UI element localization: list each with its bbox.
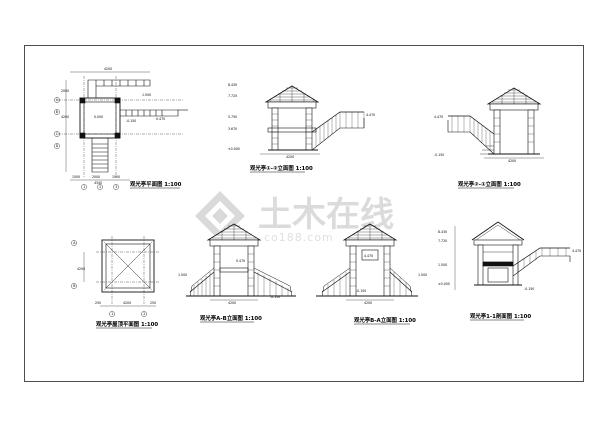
plan-level-1: 0.000 <box>94 115 103 119</box>
section-level-5: ±0.000 <box>438 282 450 286</box>
elev21-annotations: 4.470 -0.150 4200 观光亭②-①立面图 1:100 <box>434 115 521 189</box>
plan-dim-1: 1500 <box>72 175 80 179</box>
elev-ba-annotations: 4.470 1.500 -0.150 4200 观光亭B-A立面图 1:100 <box>354 254 427 325</box>
plan-grid-1: 1 <box>83 185 85 189</box>
elev21-level-2: -0.150 <box>434 153 444 157</box>
elev-ba-level-1: 4.470 <box>364 254 373 258</box>
plan-dim-7: 4200 <box>61 115 69 119</box>
plan-dim-3: 1500 <box>112 175 120 179</box>
elev21-dim-1: 4200 <box>508 159 516 163</box>
plan-grid-3: 3 <box>115 185 117 189</box>
roof-grid-a: A <box>73 241 76 245</box>
plan-title: 观光亭平面图 1:100 <box>130 180 182 188</box>
elev12-annotations: 8.430 7.720 5.750 3.670 ±0.000 4.470 420… <box>228 83 375 173</box>
elev12-level-1: 8.430 <box>228 83 237 87</box>
elev-ab-annotations: 1.500 -0.150 0.470 4200 观光亭A-B立面图 1:100 <box>178 259 280 323</box>
plan-annotations: 1500 2000 1500 4340 4200 2000 4200 0.000… <box>56 67 182 189</box>
plan-level-4: 1.500 <box>142 93 151 97</box>
elev-ab-level-1: 1.500 <box>178 273 187 277</box>
elev12-title: 观光亭①-②立面图 1:100 <box>250 164 313 172</box>
plan-grid-c: C <box>56 132 59 136</box>
plan-level-2: -0.150 <box>126 119 136 123</box>
roof-plan-annotations: 250 4200 250 4200 1 2 A B 观光亭屋顶平面图 1:100 <box>73 241 158 329</box>
elev12-level-2: 7.720 <box>228 94 237 98</box>
elev-ab-drawing <box>186 223 296 301</box>
plan-drawing <box>54 71 188 190</box>
elev12-level-4: 3.670 <box>228 127 237 131</box>
elev-ab-level-3: 0.470 <box>236 259 245 263</box>
elev-ba-dim-1: 4200 <box>364 301 372 305</box>
plan-grid-d: D <box>56 144 59 148</box>
section-level-2: 7.720 <box>438 239 447 243</box>
elev12-level-6: 4.470 <box>366 113 375 117</box>
elev-ba-drawing <box>316 223 418 301</box>
elev12-level-5: ±0.000 <box>228 147 240 151</box>
elev12-dim-1: 4200 <box>286 155 294 159</box>
roof-dim-1: 250 <box>95 301 101 305</box>
elev21-level-1: 4.470 <box>434 115 443 119</box>
roof-dim-4: 4200 <box>77 267 85 271</box>
plan-level-3: 0.470 <box>156 117 165 121</box>
elev21-drawing <box>447 87 544 159</box>
sheet-border <box>24 45 584 382</box>
plan-grid-b: B <box>56 110 58 114</box>
elev-ba-level-2: 1.500 <box>418 273 427 277</box>
elev-ba-title: 观光亭B-A立面图 1:100 <box>354 316 416 324</box>
plan-grid-2: 2 <box>99 185 101 189</box>
roof-dim-2: 4200 <box>123 301 131 305</box>
elev-ab-dim-1: 4200 <box>228 301 236 305</box>
plan-grid-a: A <box>56 98 59 102</box>
roof-grid-b: B <box>73 284 75 288</box>
elev12-level-3: 5.750 <box>228 115 237 119</box>
plan-dim-6: 2000 <box>61 89 69 93</box>
elev12-drawing <box>260 85 365 155</box>
roof-dim-3: 250 <box>150 301 156 305</box>
section-annotations: 8.430 7.720 4.470 1.500 ±0.000 -0.150 观光… <box>438 230 581 321</box>
elev-ab-title: 观光亭A-B立面图 1:100 <box>200 314 262 322</box>
section-level-6: -0.150 <box>524 287 534 291</box>
watermark-logo-icon <box>195 191 245 241</box>
section-level-3: 4.470 <box>572 249 581 253</box>
roof-plan-drawing <box>71 236 160 317</box>
plan-dim-4: 4340 <box>94 181 102 185</box>
plan-dim-5: 4200 <box>104 67 112 71</box>
elev-ba-level-3: -0.150 <box>356 289 366 293</box>
section-level-1: 8.430 <box>438 230 447 234</box>
roof-grid-2: 2 <box>143 312 145 316</box>
section-drawing <box>454 221 571 290</box>
roof-plan-title: 观光亭屋顶平面图 1:100 <box>96 320 158 328</box>
elev-ab-level-2: -0.150 <box>270 295 280 299</box>
roof-grid-1: 1 <box>111 312 113 316</box>
watermark-en-text: co188.com <box>264 231 334 244</box>
plan-dim-2: 2000 <box>92 175 100 179</box>
section-title: 观光亭1-1剖面图 1:100 <box>470 312 531 320</box>
watermark: 土木在线 co188.com <box>195 191 394 244</box>
elev21-title: 观光亭②-①立面图 1:100 <box>458 180 521 188</box>
section-level-4: 1.500 <box>438 263 447 267</box>
